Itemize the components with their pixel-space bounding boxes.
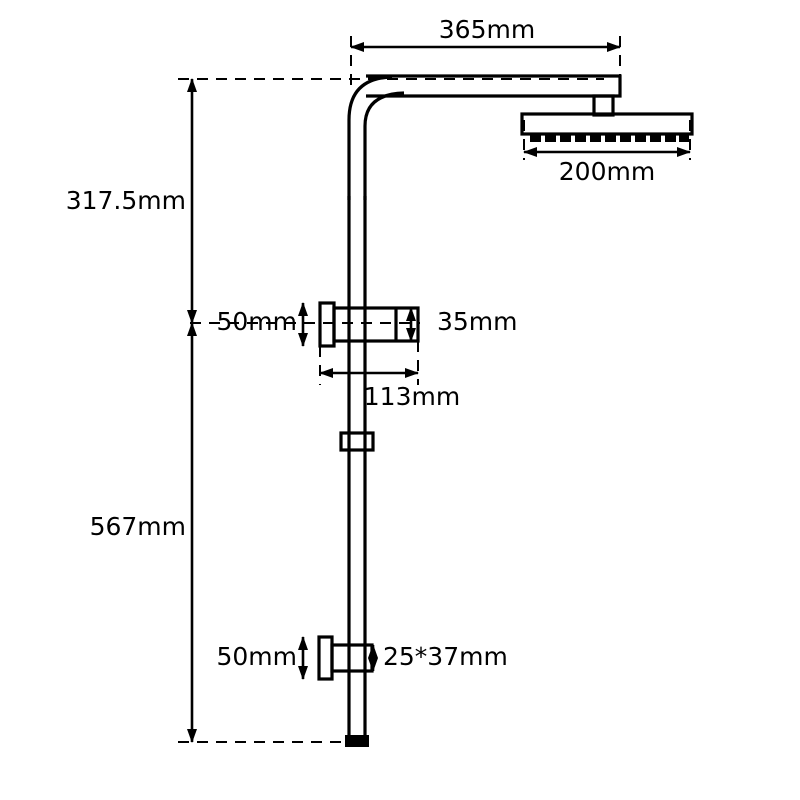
- dimension-lower-bracket-plate: 50mm: [216, 636, 308, 680]
- riser-rail: [347, 196, 367, 742]
- dimension-head-width: 200mm: [523, 147, 691, 186]
- dimension-label-head-width: 200mm: [559, 157, 655, 186]
- upper-wall-bracket: [318, 301, 420, 348]
- dimension-label-bracket-projection: 113mm: [364, 382, 460, 411]
- dimension-label-arm-reach: 365mm: [439, 15, 535, 44]
- rail-end-cap: [345, 735, 369, 747]
- dimension-label-lower-bracket-plate: 50mm: [216, 642, 297, 671]
- dimension-label-lower-bracket-body: 25*37mm: [383, 642, 508, 671]
- overhead-shower-head: [520, 112, 694, 142]
- riser-elbow: [347, 75, 405, 200]
- dimension-label-upper-height: 317.5mm: [66, 186, 186, 215]
- dimension-arm-reach: 365mm: [350, 15, 621, 52]
- shower-nozzles: [530, 134, 689, 142]
- dimension-label-upper-bracket-body: 35mm: [437, 307, 518, 336]
- dimension-upper-bracket-body: 35mm: [406, 307, 518, 342]
- rail-slider: [339, 431, 375, 452]
- dimension-lower-height: 567mm: [90, 322, 197, 743]
- head-connector-stem: [592, 94, 615, 117]
- dimension-upper-height: 317.5mm: [66, 78, 197, 324]
- dimension-upper-bracket-plate: 50mm: [216, 302, 308, 347]
- dimension-lower-bracket-body: 25*37mm: [368, 642, 508, 672]
- dimension-bracket-projection: 113mm: [319, 368, 460, 411]
- dimension-label-lower-height: 567mm: [90, 512, 186, 541]
- shower-arm: [366, 74, 622, 98]
- dimension-label-upper-bracket-plate: 50mm: [216, 307, 297, 336]
